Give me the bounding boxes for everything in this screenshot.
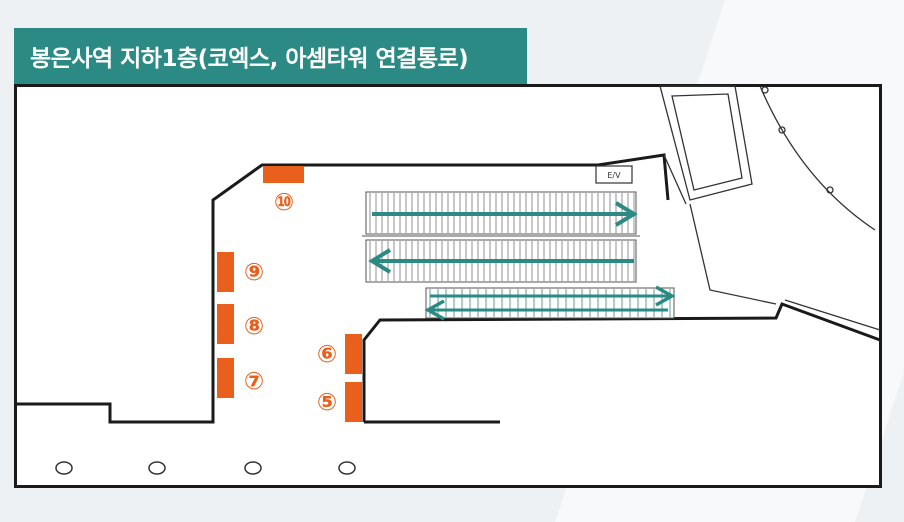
exit-8-marker[interactable] [217, 304, 234, 344]
escalator-lower [424, 285, 676, 321]
exit-7-number: ⑦ [244, 367, 264, 395]
exit-10-number: ⑩ [274, 188, 294, 216]
exit-numbers: ⑩ ⑨ ⑧ ⑦ ⑥ ⑤ [244, 188, 337, 416]
building-outline [659, 85, 881, 331]
pillar [148, 461, 166, 475]
exit-7-marker[interactable] [217, 358, 234, 398]
exit-9-marker[interactable] [217, 252, 234, 292]
exit-8-number: ⑧ [244, 312, 264, 340]
arrowhead-left [368, 248, 392, 274]
arrowhead-right [614, 201, 638, 227]
escalator-middle [365, 239, 637, 283]
exit-markers [217, 166, 362, 422]
map-title: 봉은사역 지하1층(코엑스, 아셈타워 연결통로) [14, 28, 527, 84]
exit-10-marker[interactable] [263, 166, 304, 183]
pillar [244, 461, 262, 475]
exit-6-number: ⑥ [317, 340, 337, 368]
map-title-text: 봉은사역 지하1층(코엑스, 아셈타워 연결통로) [30, 46, 469, 72]
elevator: E/V [595, 165, 633, 184]
exit-5-marker[interactable] [345, 382, 362, 422]
exit-9-number: ⑨ [244, 258, 264, 286]
pillar [338, 461, 356, 475]
escalator-upper [365, 191, 638, 235]
elevator-box [595, 165, 633, 184]
pillars [55, 461, 356, 475]
elevator-label: E/V [607, 171, 621, 180]
exit-5-number: ⑤ [317, 388, 337, 416]
walls [15, 153, 881, 424]
exit-6-marker[interactable] [345, 334, 362, 374]
pillar [55, 461, 73, 475]
